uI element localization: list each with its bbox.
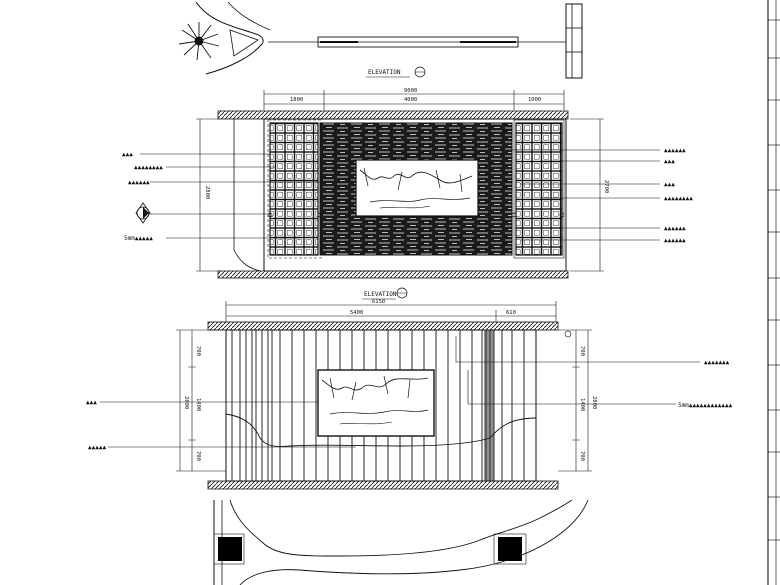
- ceiling-band-b: [207, 321, 559, 331]
- landscape-painting-b: [317, 369, 435, 437]
- palm-tree-symbol: [178, 22, 220, 61]
- dim-b-overall: 6150: [372, 299, 385, 305]
- dim-a-overall: 9000: [404, 88, 417, 94]
- dim-a-right-height: 2700: [603, 180, 609, 193]
- floor-band-a: [217, 270, 569, 279]
- callout-a-l4: 5mm▲▲▲▲▲: [124, 235, 153, 242]
- dim-b-r1: 700: [579, 346, 585, 356]
- column-box: [565, 3, 583, 79]
- callout-a-r6: ▲▲▲▲▲▲: [664, 237, 686, 244]
- dim-b-r3: 700: [579, 451, 585, 461]
- elevation-a-title-text: ELEVATION: [368, 69, 401, 76]
- column-right: [498, 537, 522, 561]
- dim-b-l2: 1400: [195, 398, 201, 411]
- dim-b-center: 5400: [350, 310, 363, 316]
- plan-view-bottom: [213, 499, 589, 585]
- callout-a-r5: ▲▲▲▲▲▲: [664, 225, 686, 232]
- elevation-a: ELEVATION 1800 4000 1000 9000: [122, 66, 693, 279]
- callout-a-r1: ▲▲▲▲▲▲: [664, 147, 686, 154]
- dim-b-l3: 700: [195, 451, 201, 461]
- callout-b-r1: ▲▲▲▲▲▲▲: [704, 359, 730, 366]
- left-lattice-screen: [269, 122, 319, 256]
- elevation-b-title-text: ELEVATION: [364, 291, 397, 298]
- callout-b-l2: ▲▲▲▲▲: [88, 444, 106, 451]
- dim-b-r-total: 2800: [591, 396, 597, 409]
- right-lattice-screen: [515, 122, 563, 256]
- ceiling-band-a: [217, 110, 569, 120]
- dim-a-left: 1800: [290, 97, 303, 103]
- elevation-a-title: ELEVATION: [366, 66, 426, 78]
- callout-a-l1: ▲▲▲: [122, 151, 133, 158]
- dim-b-l1: 700: [195, 346, 201, 356]
- dim-b-r2: 1400: [579, 398, 585, 411]
- dim-b-right: 610: [506, 310, 516, 316]
- callout-a-r3: ▲▲▲: [664, 181, 675, 188]
- floor-band-b: [207, 480, 559, 490]
- landscape-painting-a: [355, 159, 479, 217]
- callout-a-l3: ▲▲▲▲▲▲: [128, 179, 150, 186]
- callout-a-r2: ▲▲▲: [664, 158, 675, 165]
- column-left: [218, 537, 242, 561]
- elevation-b-title: ELEVATION: [362, 287, 408, 300]
- callout-a-l2: ▲▲▲▲▲▲▲▲: [134, 164, 163, 171]
- elevation-b: ELEVATION 6150 5400 610: [86, 287, 733, 490]
- dim-b-l-total: 2800: [183, 396, 189, 409]
- plan-view-top: [178, 1, 583, 79]
- dim-a-center: 4000: [404, 97, 417, 103]
- dim-a-right: 1000: [528, 97, 541, 103]
- section-marker-left: [135, 202, 151, 224]
- dim-a-left-height: 2800: [204, 186, 210, 199]
- callout-b-r2: 5mm▲▲▲▲▲▲▲▲▲▲▲▲: [678, 402, 733, 409]
- callout-b-l1: ▲▲▲: [86, 399, 97, 406]
- callout-a-r4: ▲▲▲▲▲▲▲▲: [664, 195, 693, 202]
- title-block: [767, 0, 780, 585]
